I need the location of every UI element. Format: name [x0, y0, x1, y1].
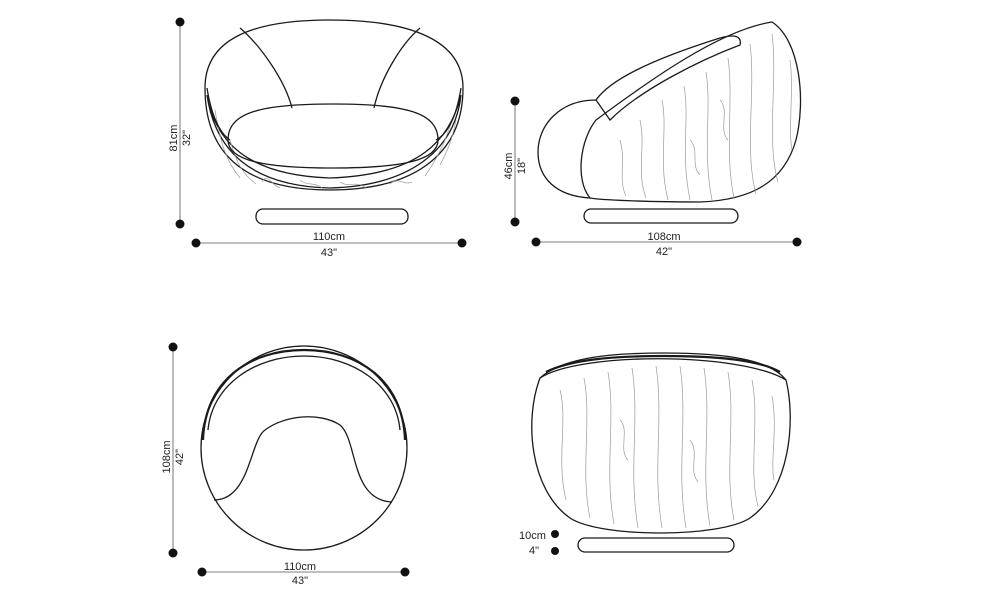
top-back-rim-inner	[207, 355, 401, 431]
top-depth-in: 42"	[174, 449, 186, 465]
side-base	[583, 208, 739, 224]
front-seat-cushion	[227, 103, 439, 169]
back-view: 10cm 4"	[519, 352, 791, 557]
dim-endpoint	[191, 238, 201, 248]
top-depth-cm: 108cm	[161, 440, 173, 473]
dim-endpoint	[792, 237, 802, 247]
front-wood-band	[206, 94, 462, 189]
back-wood-grain	[559, 365, 775, 529]
top-view: 108cm 42" 110cm 43"	[161, 342, 410, 587]
back-base	[577, 537, 735, 553]
top-outline	[200, 345, 408, 551]
side-wood-grain	[619, 33, 793, 201]
dim-endpoint	[551, 547, 559, 555]
front-view: 81cm 32" 110cm 43"	[168, 17, 467, 259]
dim-endpoint	[175, 17, 185, 27]
top-width-cm: 110cm	[284, 561, 316, 573]
front-shell	[204, 19, 464, 191]
front-wood-grain	[214, 109, 457, 189]
dim-endpoint	[400, 567, 410, 577]
dim-endpoint	[510, 217, 520, 227]
side-view: 46cm 18" 108cm 42"	[503, 21, 802, 258]
front-height-cm: 81cm	[168, 125, 180, 152]
dim-endpoint	[175, 219, 185, 229]
side-shell	[580, 21, 802, 203]
side-seat-in: 18"	[516, 158, 528, 174]
back-base-cm: 10cm	[519, 530, 546, 542]
back-top-rim-band	[545, 354, 781, 373]
back-shell	[531, 358, 791, 534]
back-base-in: 4"	[529, 545, 539, 557]
dim-endpoint	[197, 567, 207, 577]
front-base	[255, 208, 409, 225]
dim-endpoint	[551, 530, 559, 538]
front-height-in: 32"	[181, 130, 193, 146]
side-depth-in: 42"	[656, 246, 672, 258]
top-width-in: 43"	[292, 575, 308, 587]
top-seat-outline	[213, 416, 393, 503]
top-back-rim	[201, 348, 407, 441]
front-width-cm: 110cm	[313, 231, 345, 243]
dim-endpoint	[457, 238, 467, 248]
side-seat-roll	[537, 99, 597, 199]
front-right-arm	[373, 27, 421, 109]
side-seat-cm: 46cm	[503, 153, 515, 180]
front-width-in: 43"	[321, 247, 337, 259]
dim-endpoint	[168, 548, 178, 558]
dim-endpoint	[510, 96, 520, 106]
front-left-arm	[239, 27, 293, 109]
dim-endpoint	[531, 237, 541, 247]
dim-endpoint	[168, 342, 178, 352]
side-depth-cm: 108cm	[647, 231, 680, 243]
side-back-cushion	[595, 35, 741, 122]
